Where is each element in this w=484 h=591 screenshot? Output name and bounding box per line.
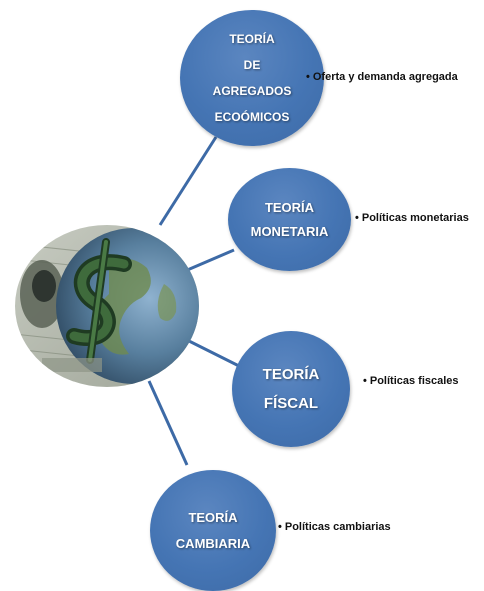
- bullet-dot: •: [278, 521, 282, 533]
- connector-line-3: [184, 337, 240, 368]
- bullet-text: Oferta y demanda agregada: [312, 71, 458, 83]
- node-teoria-fiscal: TEORÍA FÍSCAL: [232, 331, 350, 447]
- bullet-dot: •: [355, 212, 359, 224]
- node-2-line-2: MONETARIA: [250, 223, 329, 239]
- globe-dollar-image: [15, 225, 199, 387]
- bullet-politicas-monetarias: •Políticas monetarias: [355, 212, 469, 224]
- bullet-text: Políticas fiscales: [369, 375, 459, 387]
- node-teoria-agregados-economicos: TEORÍA DE AGREGADOS ECOÓMICOS: [180, 10, 324, 146]
- bullet-text: Políticas cambiarias: [284, 521, 391, 533]
- node-1-line-4: ECOÓMICOS: [214, 110, 290, 124]
- bullet-oferta-demanda: •Oferta y demanda agregada: [306, 71, 458, 83]
- bullet-dot: •: [363, 375, 367, 387]
- node-teoria-monetaria: TEORÍA MONETARIA: [228, 168, 351, 271]
- bullet-text: Políticas monetarias: [361, 212, 469, 224]
- node-2-line-1: TEORÍA: [264, 199, 315, 215]
- bullet-dot: •: [306, 71, 310, 83]
- node-1-line-2: DE: [243, 58, 261, 72]
- node-1-line-3: AGREGADOS: [212, 84, 292, 98]
- connector-line-1: [158, 136, 218, 226]
- connector-line-4: [147, 380, 189, 466]
- node-teoria-cambiaria: TEORÍA CAMBIARIA: [150, 470, 276, 591]
- node-4-line-1: TEORÍA: [188, 509, 238, 525]
- bullet-politicas-fiscales: •Políticas fiscales: [363, 375, 459, 387]
- bullet-politicas-cambiarias: •Políticas cambiarias: [278, 521, 391, 533]
- node-4-line-2: CAMBIARIA: [175, 535, 251, 551]
- node-1-line-1: TEORÍA: [229, 32, 275, 46]
- node-3-line-1: TEORÍA: [262, 366, 320, 383]
- connector-line-2: [184, 248, 235, 273]
- node-3-line-2: FÍSCAL: [263, 395, 319, 412]
